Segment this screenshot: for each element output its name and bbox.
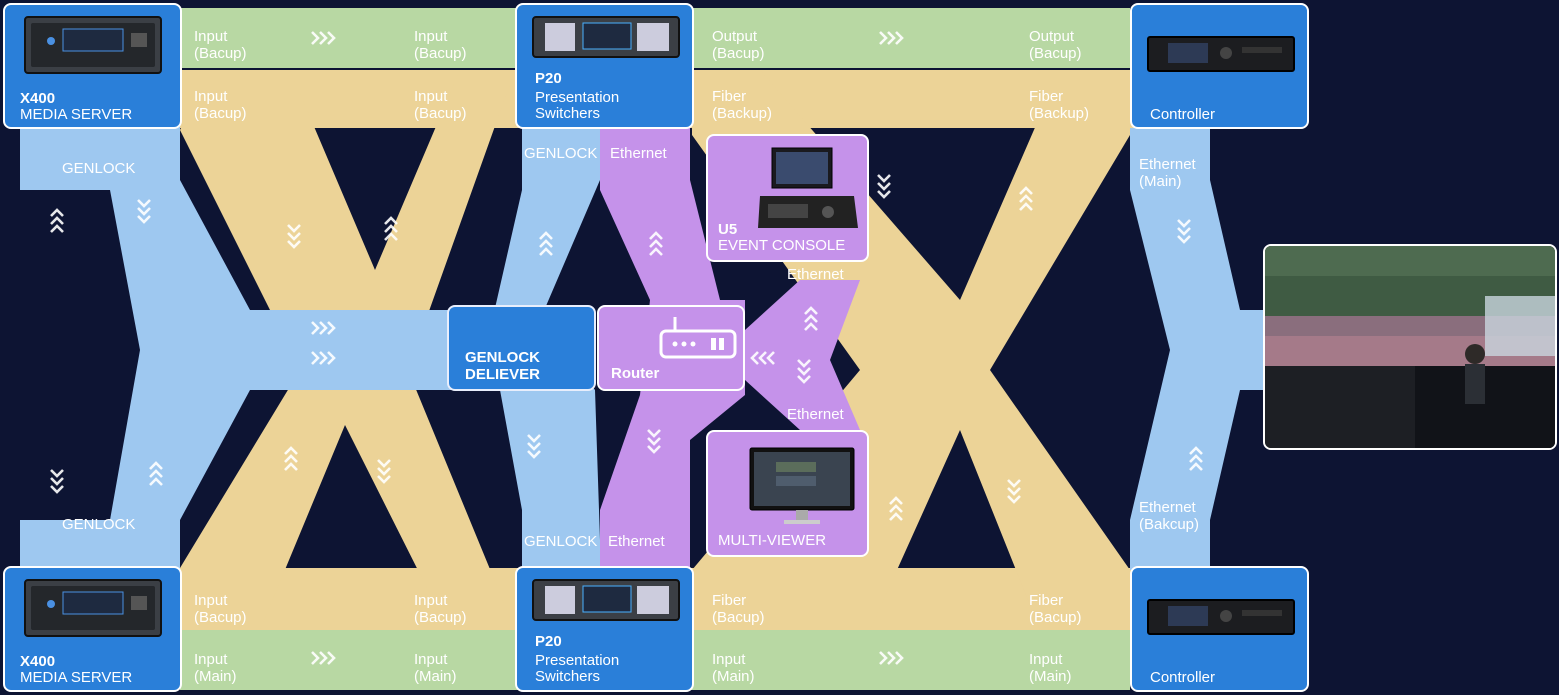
label-fiber-backup: Fiber (Backup) — [1029, 88, 1090, 122]
device-title: Router — [611, 365, 660, 382]
device-subtitle: Presentation Switchers — [535, 652, 620, 685]
device-subtitle: MEDIA SERVER — [20, 106, 133, 123]
controller-bottom[interactable]: Controller — [1130, 566, 1309, 692]
label-ethernet-bakcup: Ethernet (Bakcup) — [1139, 499, 1200, 533]
ethernet-band-right — [1130, 128, 1270, 570]
label-fiber-bacup: Fiber (Bacup) — [1029, 592, 1082, 626]
concert-image — [1265, 246, 1555, 448]
device-title: GENLOCK DELIEVER — [465, 349, 541, 383]
router[interactable]: Router — [597, 305, 745, 391]
label-ethernet: Ethernet — [608, 533, 665, 550]
label-ethernet: Ethernet — [787, 266, 844, 283]
label-fiber-bacup: Fiber (Bacup) — [712, 592, 765, 626]
device-subtitle: MULTI-VIEWER — [718, 532, 827, 549]
controller-top[interactable]: Controller — [1130, 3, 1309, 129]
media-server-icon — [24, 16, 162, 74]
label-ethernet: Ethernet — [610, 145, 667, 162]
switcher-icon — [532, 16, 680, 58]
label-fiber-backup: Fiber (Backup) — [712, 88, 773, 122]
label-output-bacup: Output (Bacup) — [1029, 28, 1082, 62]
concert-photo — [1263, 244, 1557, 450]
device-subtitle: Presentation Switchers — [535, 89, 620, 122]
label-input-bacup: Input (Bacup) — [194, 88, 247, 122]
label-input-bacup: Input (Bacup) — [194, 592, 247, 626]
label-ethernet: Ethernet — [787, 406, 844, 423]
monitor-icon — [749, 447, 855, 524]
x400-media-server-top[interactable]: X400 MEDIA SERVER — [3, 3, 182, 129]
router-icon — [659, 317, 737, 359]
controller-icon — [1147, 36, 1295, 72]
label-input-main: Input (Main) — [1029, 651, 1072, 685]
label-output-bacup: Output (Bacup) — [712, 28, 765, 62]
device-title: P20 — [535, 633, 562, 650]
label-genlock: GENLOCK — [62, 516, 136, 533]
controller-icon — [1147, 599, 1295, 635]
label-ethernet-main: Ethernet (Main) — [1139, 156, 1196, 190]
media-server-icon — [24, 579, 162, 637]
label-input-bacup: Input (Bacup) — [414, 28, 467, 62]
label-input-main: Input (Main) — [712, 651, 755, 685]
genlock-band-left — [20, 125, 460, 570]
device-subtitle: Controller — [1150, 106, 1216, 123]
label-input-bacup: Input (Bacup) — [414, 88, 467, 122]
device-title: X400 — [20, 653, 56, 670]
device-title: X400 — [20, 90, 56, 107]
multi-viewer[interactable]: MULTI-VIEWER — [706, 430, 869, 557]
event-console-icon — [758, 147, 858, 228]
device-subtitle: EVENT CONSOLE — [718, 237, 846, 254]
genlock-deliever[interactable]: GENLOCK DELIEVER — [447, 305, 596, 391]
label-genlock: GENLOCK — [524, 145, 598, 162]
label-input-main: Input (Main) — [194, 651, 237, 685]
switcher-icon — [532, 579, 680, 621]
device-subtitle: Controller — [1150, 669, 1216, 686]
u5-event-console[interactable]: U5 EVENT CONSOLE — [706, 134, 869, 262]
device-subtitle: MEDIA SERVER — [20, 669, 133, 686]
p20-presentation-switcher-bottom[interactable]: P20 Presentation Switchers — [515, 566, 694, 692]
label-genlock: GENLOCK — [62, 160, 136, 177]
label-genlock: GENLOCK — [524, 533, 598, 550]
p20-presentation-switcher-top[interactable]: P20 Presentation Switchers — [515, 3, 694, 129]
label-input-bacup: Input (Bacup) — [414, 592, 467, 626]
label-input-bacup: Input (Bacup) — [194, 28, 247, 62]
device-title: P20 — [535, 70, 562, 87]
device-title: U5 — [718, 221, 738, 238]
x400-media-server-bottom[interactable]: X400 MEDIA SERVER — [3, 566, 182, 692]
label-input-main: Input (Main) — [414, 651, 457, 685]
